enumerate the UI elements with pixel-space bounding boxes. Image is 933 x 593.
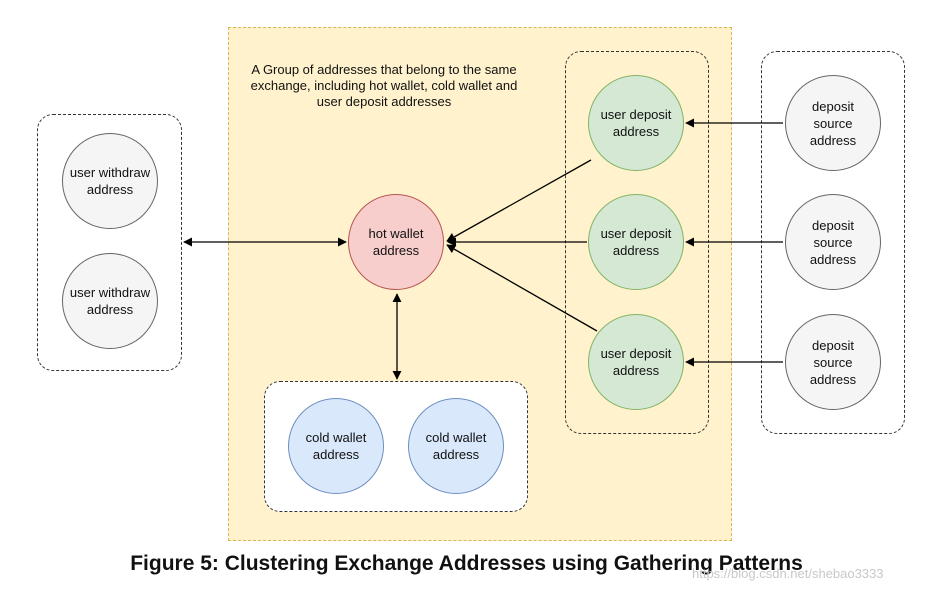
- user-withdraw-node: user withdraw address: [62, 253, 158, 349]
- deposit-source-node: deposit source address: [785, 75, 881, 171]
- cold-wallet-node: cold wallet address: [288, 398, 384, 494]
- deposit3-hot-arrow: [446, 244, 598, 332]
- exchange-zone-label: A Group of addresses that belong to the …: [250, 62, 518, 109]
- deposit1-hot-arrow: [446, 159, 592, 242]
- user-deposit-node: user deposit address: [588, 194, 684, 290]
- deposit-source-node: deposit source address: [785, 314, 881, 410]
- deposit-source-node: deposit source address: [785, 194, 881, 290]
- hot-wallet-node: hot wallet address: [348, 194, 444, 290]
- user-deposit-node: user deposit address: [588, 314, 684, 410]
- user-deposit-node: user deposit address: [588, 75, 684, 171]
- watermark: https://blog.csdn.net/shebao3333: [692, 566, 884, 581]
- figure-caption: Figure 5: Clustering Exchange Addresses …: [130, 552, 803, 575]
- cold-wallet-node: cold wallet address: [408, 398, 504, 494]
- user-withdraw-node: user withdraw address: [62, 133, 158, 229]
